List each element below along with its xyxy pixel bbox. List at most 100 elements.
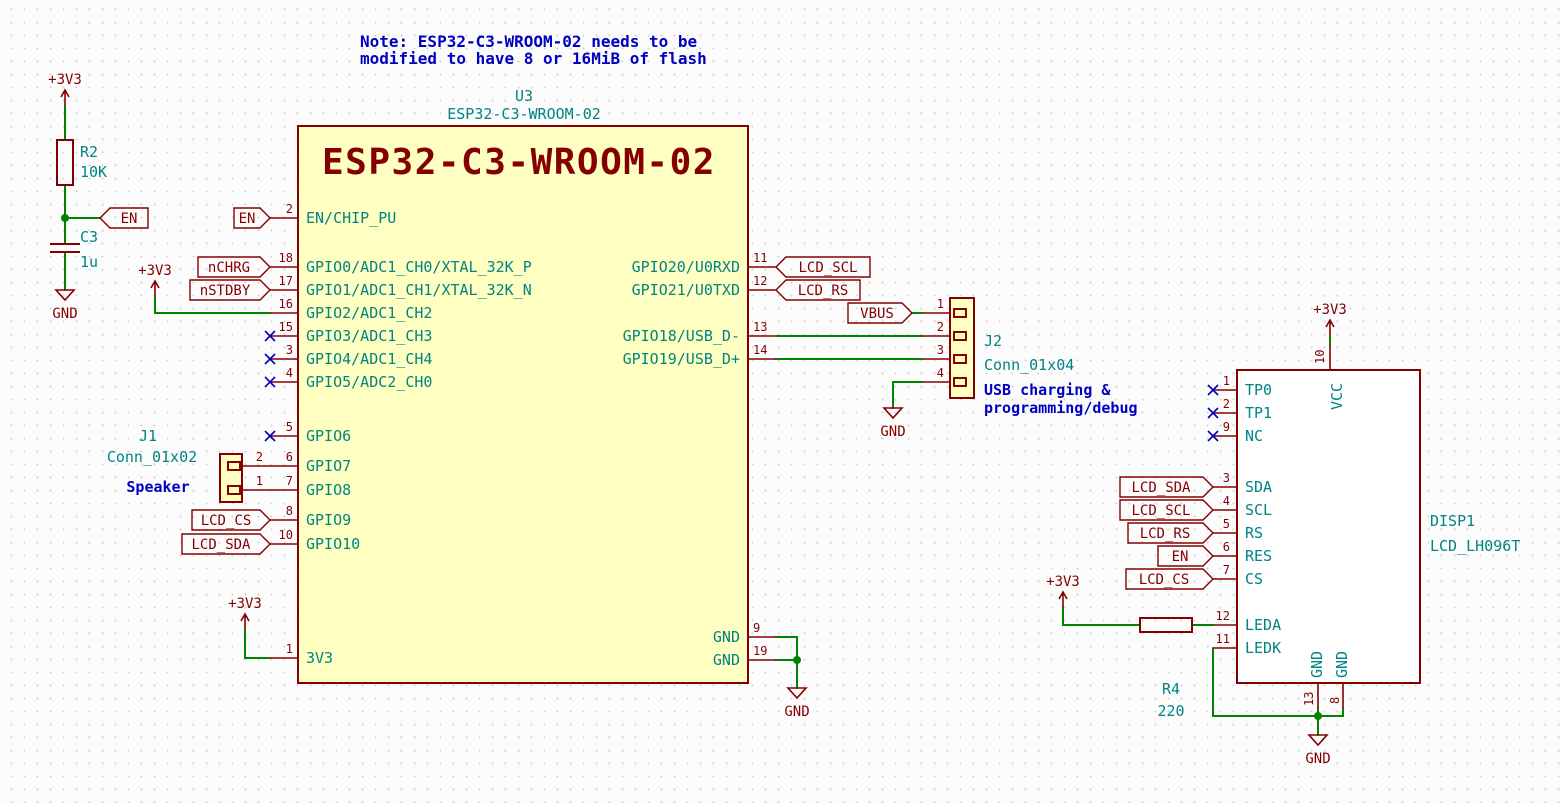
- net-label-shape: [1119, 499, 1214, 521]
- net-label-text: LCD_SDA: [191, 537, 251, 553]
- j2-pin-notch: [953, 354, 967, 364]
- wire-gnd9[interactable]: [775, 636, 798, 661]
- net-label-lcd-rs-disp[interactable]: LCD_RS: [1127, 522, 1214, 544]
- wire-3v3-to-r4[interactable]: [1062, 607, 1141, 626]
- u3-pin-num: 5: [286, 420, 293, 434]
- power-symbol-3v3-vcc[interactable]: +3V3: [1313, 302, 1347, 336]
- component-j1: J1 Conn_01x02 Speaker 2 1: [107, 427, 270, 503]
- j2-pin-num: 4: [937, 366, 944, 380]
- gnd-icon: [1307, 734, 1329, 747]
- r4-body[interactable]: [1139, 617, 1193, 633]
- u3-pin-num: 9: [753, 621, 760, 635]
- component-disp1: 1 2 9 3 4 5 6 7 12 11 TP0 TP1 NC SDA SCL…: [1207, 345, 1520, 708]
- j2-pin-notch: [953, 331, 967, 341]
- disp1-pin-name: RS: [1245, 524, 1263, 542]
- j2-description-line2[interactable]: programming/debug: [984, 399, 1138, 417]
- net-label-lcd-cs-u3[interactable]: LCD_CS: [191, 509, 271, 531]
- r4-value[interactable]: 220: [1157, 702, 1184, 720]
- power-3v3-icon: [1325, 318, 1335, 336]
- r2-body[interactable]: [56, 139, 74, 186]
- u3-pin-name: GPIO10: [306, 535, 360, 553]
- disp1-pin-num: 12: [1216, 609, 1230, 623]
- j2-pin-stubs: [922, 312, 950, 383]
- power-symbol-3v3-r2[interactable]: +3V3: [48, 72, 82, 106]
- power-3v3-label: +3V3: [48, 72, 82, 88]
- u3-pin-name: GPIO8: [306, 481, 351, 499]
- net-label-text: LCD_RS: [1140, 526, 1191, 542]
- j2-value[interactable]: Conn_01x04: [984, 356, 1074, 374]
- net-label-text: LCD_SDA: [1131, 480, 1191, 496]
- power-3v3-label: +3V3: [138, 263, 172, 279]
- net-label-lcd-cs-disp[interactable]: LCD_CS: [1125, 568, 1214, 590]
- net-label-lcd-scl-u3[interactable]: LCD_SCL: [775, 256, 871, 278]
- power-3v3-label: +3V3: [1313, 302, 1347, 318]
- power-symbol-3v3-r4[interactable]: +3V3: [1046, 574, 1080, 608]
- r2-reference[interactable]: R2: [80, 143, 98, 161]
- gnd-symbol-u3[interactable]: GND: [784, 687, 810, 720]
- net-label-shape: [847, 302, 913, 324]
- j2-description-line1[interactable]: USB charging &: [984, 381, 1111, 399]
- net-label-text: LCD_RS: [798, 283, 849, 299]
- j2-pin-num: 2: [937, 320, 944, 334]
- component-r2: R2 10K: [56, 139, 107, 186]
- wire-disp-gnd8[interactable]: [1317, 707, 1344, 717]
- j1-pin-notch: [227, 485, 241, 495]
- j1-body[interactable]: [219, 453, 243, 503]
- c3-value[interactable]: 1u: [80, 253, 98, 271]
- j1-description[interactable]: Speaker: [126, 478, 189, 496]
- net-label-en-u3[interactable]: EN: [233, 207, 271, 229]
- net-label-lcd-sda-disp[interactable]: LCD_SDA: [1119, 476, 1214, 498]
- c3-reference[interactable]: C3: [80, 228, 98, 246]
- u3-body[interactable]: [297, 125, 749, 684]
- gnd-symbol-j2[interactable]: GND: [880, 407, 906, 440]
- u3-reference[interactable]: U3: [515, 87, 533, 105]
- wire-ledk-to-gnd[interactable]: [1212, 647, 1319, 717]
- net-label-shape: [191, 509, 271, 531]
- disp1-pin-name: RES: [1245, 547, 1272, 565]
- net-label-lcd-rs-u3[interactable]: LCD_RS: [775, 279, 861, 301]
- disp1-body[interactable]: [1236, 369, 1421, 684]
- c3-plates[interactable]: [50, 243, 80, 253]
- disp1-pin-num: 4: [1223, 494, 1230, 508]
- net-label-nchrg[interactable]: nCHRG: [197, 256, 271, 278]
- u3-pin-name: GPIO4/ADC1_CH4: [306, 350, 432, 368]
- j2-reference[interactable]: J2: [984, 332, 1002, 350]
- net-label-lcd-scl-disp[interactable]: LCD_SCL: [1119, 499, 1214, 521]
- u3-pin-name: GND: [713, 628, 740, 646]
- disp1-value[interactable]: LCD_LH096T: [1430, 537, 1520, 555]
- wire-j2-to-gnd[interactable]: [892, 381, 923, 409]
- r4-reference[interactable]: R4: [1162, 680, 1180, 698]
- gnd-symbol-disp1[interactable]: GND: [1305, 734, 1331, 767]
- net-label-en-disp[interactable]: EN: [1157, 545, 1214, 567]
- net-label-vbus[interactable]: VBUS: [847, 302, 913, 324]
- gnd-symbol-c3[interactable]: GND: [52, 289, 78, 322]
- net-label-lcd-sda-u3[interactable]: LCD_SDA: [181, 533, 271, 555]
- net-label-text: EN: [239, 211, 256, 227]
- note-line-1: Note: ESP32-C3-WROOM-02 needs to be: [360, 32, 697, 51]
- wire-3v3-to-gpio2[interactable]: [154, 296, 271, 314]
- gnd-icon: [54, 289, 76, 302]
- j1-reference[interactable]: J1: [139, 427, 157, 445]
- r2-value[interactable]: 10K: [80, 163, 107, 181]
- u3-pin-num: 1: [286, 642, 293, 656]
- disp1-reference[interactable]: DISP1: [1430, 512, 1475, 530]
- net-label-en-r2[interactable]: EN: [99, 207, 149, 229]
- disp1-pin-name: GND: [1333, 651, 1351, 678]
- net-label-nstdby[interactable]: nSTDBY: [189, 279, 271, 301]
- wire-3v3-to-3v3pin[interactable]: [244, 629, 271, 659]
- net-label-shape: [197, 256, 271, 278]
- u3-value[interactable]: ESP32-C3-WROOM-02: [447, 105, 601, 123]
- disp1-pin-num: 13: [1302, 692, 1316, 706]
- note-line-2: modified to have 8 or 16MiB of flash: [360, 49, 707, 68]
- power-3v3-icon: [1058, 590, 1068, 608]
- disp1-pin-num: 8: [1328, 697, 1342, 704]
- power-symbol-3v3-gpio2[interactable]: +3V3: [138, 263, 172, 297]
- junction-dot-disp-gnd: [1314, 712, 1322, 720]
- u3-pin-name: GPIO0/ADC1_CH0/XTAL_32K_P: [306, 258, 532, 276]
- j1-pin-num: 1: [256, 474, 263, 488]
- disp1-pin-num: 3: [1223, 471, 1230, 485]
- j1-value[interactable]: Conn_01x02: [107, 448, 197, 466]
- power-symbol-3v3-3v3pin[interactable]: +3V3: [228, 596, 262, 630]
- disp1-pin-num: 9: [1223, 420, 1230, 434]
